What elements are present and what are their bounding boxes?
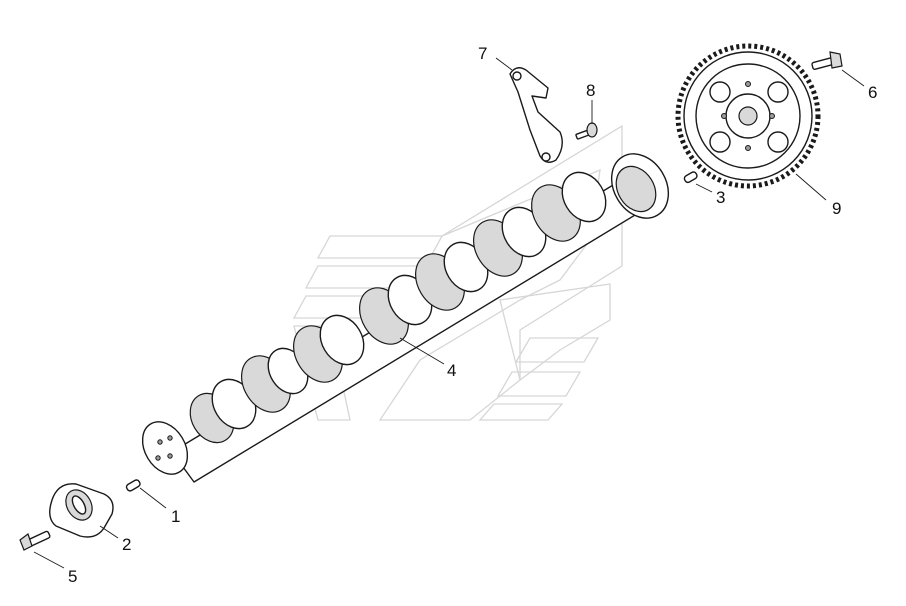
camshaft [141, 153, 670, 483]
callout-3: 3 [716, 188, 725, 207]
camshaft-gear [675, 43, 821, 189]
bracket-screw [575, 122, 598, 140]
callout-2: 2 [122, 535, 131, 554]
callout-4: 4 [447, 361, 456, 380]
dowel-pin-front [125, 479, 141, 492]
gear-bolt [811, 51, 843, 70]
callout-5: 5 [68, 567, 77, 586]
leader-lines [33, 57, 865, 569]
callout-7: 7 [478, 44, 487, 63]
sensor-bracket [509, 67, 563, 163]
callout-1: 1 [171, 507, 180, 526]
dowel-pin-rear [683, 171, 698, 184]
callout-labels: 1 2 3 4 5 6 7 8 9 [68, 44, 877, 586]
callout-8: 8 [586, 81, 595, 100]
callout-6: 6 [868, 83, 877, 102]
callout-9: 9 [832, 199, 841, 218]
front-bolt [19, 530, 51, 551]
front-bush [49, 483, 114, 538]
